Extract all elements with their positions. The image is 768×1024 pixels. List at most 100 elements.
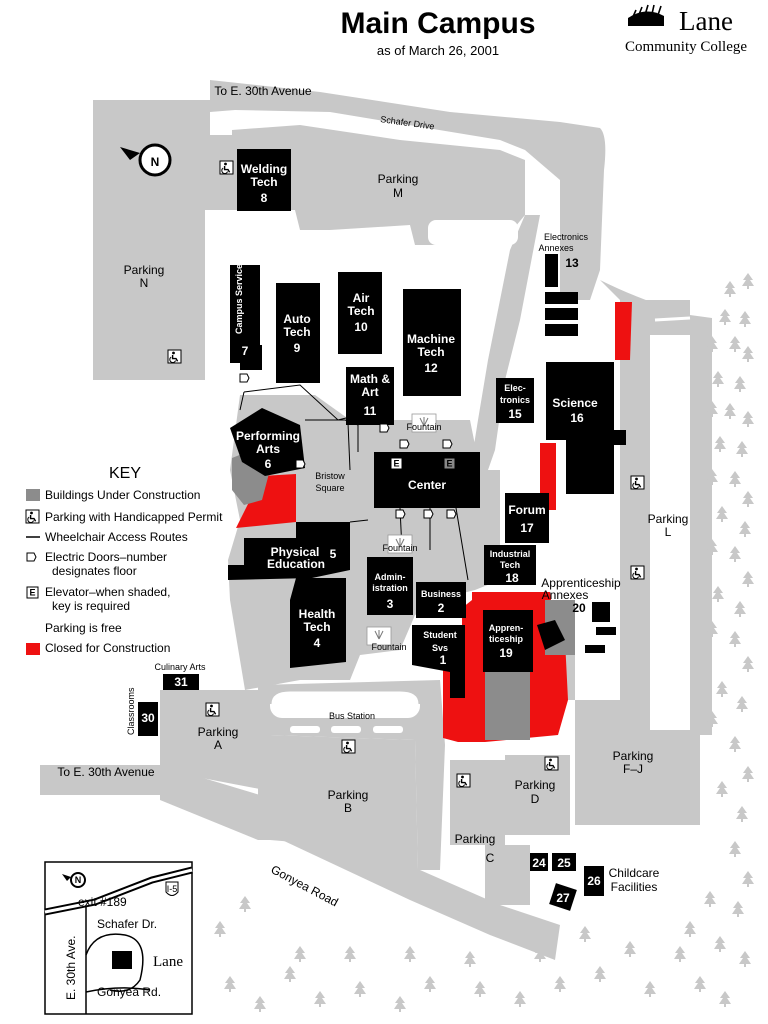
interstate-shield-icon: I-5 <box>165 881 179 896</box>
parking-d-1: Parking <box>515 778 556 792</box>
building-machine-tech[interactable] <box>403 289 461 396</box>
tree-icon <box>729 631 741 647</box>
label-industrial-1: Industrial <box>490 549 531 559</box>
building-administration[interactable] <box>367 557 413 615</box>
tree-icon <box>712 371 724 387</box>
building-forum[interactable] <box>505 493 549 543</box>
label-health-1: Health <box>299 607 336 621</box>
label-auto-1: Auto <box>283 312 310 326</box>
tree-icon <box>284 966 296 982</box>
elevator-icon <box>390 457 403 470</box>
label-air-2: Tech <box>347 304 374 318</box>
tree-icon <box>254 996 266 1012</box>
building-25[interactable] <box>552 853 576 871</box>
tree-icon <box>742 656 754 672</box>
building-physical-education[interactable] <box>228 522 350 580</box>
label-industrial-2: Tech <box>500 560 520 570</box>
building-industrial-tech[interactable] <box>484 545 536 585</box>
key-closed: Closed for Construction <box>45 641 170 655</box>
building-health-tech[interactable] <box>290 578 346 668</box>
label-air-1: Air <box>353 291 370 305</box>
num-pe: 5 <box>330 547 337 561</box>
parking-m-1: Parking <box>378 172 419 186</box>
num-27: 27 <box>556 891 570 905</box>
num-26: 26 <box>587 874 601 888</box>
inset-gonyea: Gonyea Rd. <box>97 985 161 999</box>
tree-icon <box>644 981 656 997</box>
building-27[interactable] <box>549 883 577 911</box>
north-arrow-icon: N <box>120 143 172 177</box>
building-business[interactable] <box>416 582 466 618</box>
building-air-tech[interactable] <box>338 272 382 354</box>
label-culinary: Culinary Arts <box>154 662 206 672</box>
key-elevator-1: Elevator–when shaded, <box>45 585 170 599</box>
num-auto: 9 <box>294 341 301 355</box>
tree-icon <box>729 471 741 487</box>
tree-icon <box>354 981 366 997</box>
building-math-art[interactable] <box>346 367 394 425</box>
tree-icon <box>716 781 728 797</box>
parking-c-2: C <box>486 851 495 865</box>
tree-icon <box>716 506 728 522</box>
building-student-services[interactable] <box>412 625 465 698</box>
building-culinary-arts[interactable] <box>163 674 199 690</box>
tree-icon <box>514 991 526 1007</box>
num-classrooms: 30 <box>141 711 155 725</box>
label-annexes-1: Apprenticeship <box>541 576 621 590</box>
building-electronics[interactable] <box>496 378 534 423</box>
page-title: Main Campus <box>340 7 535 40</box>
svg-text:Fountain: Fountain <box>406 422 441 432</box>
label-bristow-2: Square <box>315 483 344 493</box>
label-pe-1: Physical <box>271 545 320 559</box>
building-26[interactable] <box>584 866 604 896</box>
tree-icon <box>729 841 741 857</box>
svg-text:Fountain: Fountain <box>382 543 417 553</box>
wheelchair-icon <box>167 349 182 364</box>
num-performing: 6 <box>265 457 272 471</box>
building-auto-tech[interactable] <box>276 283 320 383</box>
lane-logo: Lane Community College <box>625 4 747 55</box>
road-to-30th-left: To E. 30th Avenue <box>57 765 155 779</box>
tree-icon <box>214 921 226 937</box>
buildings <box>138 149 626 911</box>
inset-avenue: E. 30th Ave. <box>64 936 78 1001</box>
tree-icon <box>684 921 696 937</box>
elevator-icon <box>26 586 39 599</box>
svg-text:E: E <box>393 459 399 469</box>
building-performing-arts[interactable] <box>230 408 305 476</box>
building-annex-20[interactable] <box>592 602 610 622</box>
num-admin: 3 <box>387 597 394 611</box>
label-business: Business <box>421 589 461 599</box>
label-pe-2: Education <box>267 557 325 571</box>
building-welding-tech[interactable] <box>237 149 291 211</box>
tree-icon <box>736 806 748 822</box>
building-science[interactable] <box>546 362 626 494</box>
label-apprenticeship-1: Appren- <box>489 623 524 633</box>
tree-icon <box>729 546 741 562</box>
label-electronics-1: Elec- <box>504 383 526 393</box>
tree-icon <box>719 991 731 1007</box>
key-under-construction: Buildings Under Construction <box>45 488 200 502</box>
wheelchair-icon <box>25 509 40 524</box>
label-bus-station: Bus Station <box>329 711 375 721</box>
num-forum: 17 <box>520 521 534 535</box>
tree-icon <box>742 411 754 427</box>
building-apprenticeship[interactable] <box>483 610 533 672</box>
map-key: KEY Buildings Under Construction Parking… <box>25 465 223 655</box>
key-doors-1: Electric Doors–number <box>45 550 167 564</box>
electric-door-icon <box>423 509 434 519</box>
parking-fj-2: F–J <box>623 762 643 776</box>
tree-icon <box>294 946 306 962</box>
tree-icon <box>712 586 724 602</box>
parking-l-2: L <box>665 525 672 539</box>
tree-icon <box>719 309 731 325</box>
tree-icon <box>742 346 754 362</box>
label-childcare-1: Childcare <box>609 866 660 880</box>
building-24[interactable] <box>530 853 548 871</box>
tree-icon <box>394 996 406 1012</box>
label-math-1: Math & <box>350 372 390 386</box>
tree-icon <box>729 336 741 352</box>
label-auto-2: Tech <box>283 325 310 339</box>
building-classrooms[interactable] <box>138 702 158 736</box>
